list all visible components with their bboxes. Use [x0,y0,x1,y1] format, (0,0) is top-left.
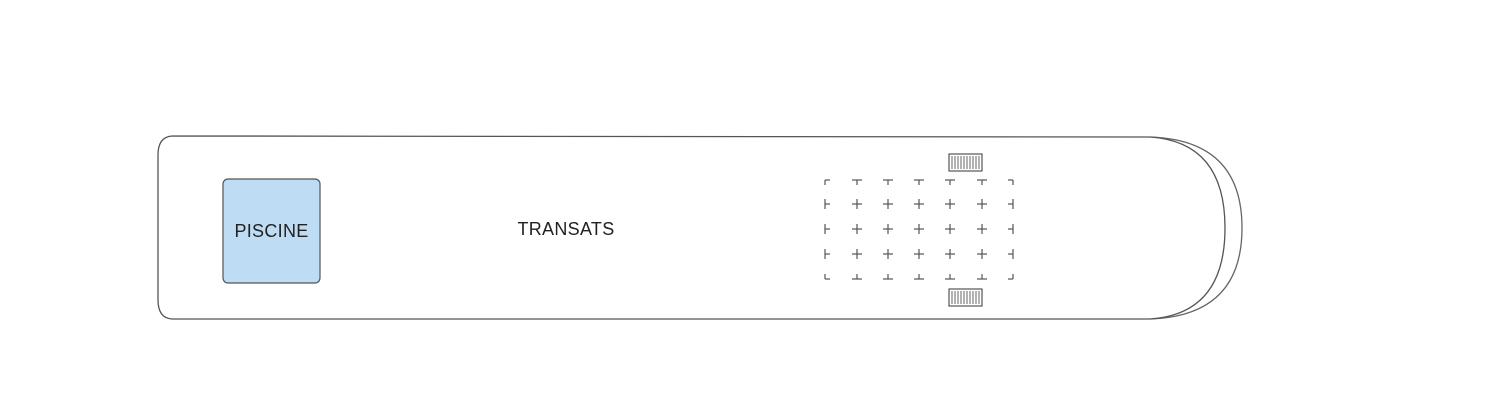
hull-outline [157,135,1226,320]
lounger-mark [883,249,893,259]
stairs-top-rect [948,153,983,172]
lounger-mark [914,224,924,234]
lounger-mark [883,274,893,280]
lounger-mark [1008,199,1014,209]
lounger-mark [883,179,893,185]
lounger-mark [977,274,987,280]
stairs-icon[interactable] [948,288,983,307]
lounger-mark [914,199,924,209]
lounger-mark [914,179,924,185]
lounger-mark [852,224,862,234]
stairs-bottom-treads [951,291,980,304]
lounger-mark [883,199,893,209]
lounger-mark [824,179,830,185]
pool-rect [222,178,321,284]
lounger-mark [852,199,862,209]
lounger-mark [945,199,955,209]
lounger-mark [852,249,862,259]
lounger-mark [883,224,893,234]
lounger-mark [914,274,924,280]
lounger-mark [914,249,924,259]
lounger-mark [977,249,987,259]
lounger-mark [1008,274,1014,280]
lounger-mark [1008,224,1014,234]
pool-area[interactable]: PISCINE [222,178,321,284]
stairs-icon[interactable] [948,153,983,172]
lounger-mark [945,224,955,234]
loungers-label: TRANSATS [517,219,614,239]
pool-label: PISCINE [234,221,308,241]
lounger-mark [977,179,987,185]
lounger-mark [945,274,955,280]
lounger-mark [824,224,830,234]
lounger-mark [945,179,955,185]
lounger-mark [824,274,830,280]
lounger-mark [977,199,987,209]
lounger-mark [1008,249,1014,259]
lounger-mark [824,249,830,259]
lounger-mark [852,274,862,280]
lounger-mark [1008,179,1014,185]
lounger-mark [945,249,955,259]
hull-bow-outer [1149,136,1243,320]
lounger-mark [852,179,862,185]
stairs-bottom-rect [948,288,983,307]
lounger-mark [977,224,987,234]
sun-lounger-grid [824,179,1014,280]
lounger-mark [824,199,830,209]
stairs-top-treads [951,156,980,169]
